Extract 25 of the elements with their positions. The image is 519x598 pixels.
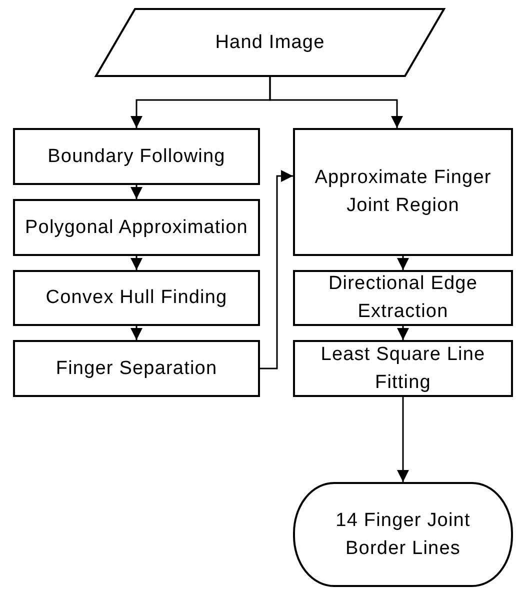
arrow	[260, 170, 293, 370]
arrow	[130, 185, 142, 199]
node-label: Directional Edge Extraction	[327, 272, 478, 324]
process-box	[293, 128, 513, 256]
process-box	[293, 270, 513, 326]
node-label: Approximate Finger Joint Region	[314, 166, 492, 218]
node-label: Finger Separation	[54, 356, 218, 380]
arrow	[269, 77, 403, 128]
arrow	[130, 326, 142, 340]
node-label: Least Square Line Fitting	[320, 342, 486, 394]
node-label: Convex Hull Finding	[44, 286, 228, 310]
process-box	[293, 340, 513, 397]
arrow	[397, 397, 409, 482]
arrow	[397, 256, 409, 270]
input-parallelogram	[95, 8, 445, 77]
process-box	[13, 270, 260, 326]
process-box	[13, 340, 260, 397]
node-label: 14 Finger Joint Border Lines	[334, 508, 472, 560]
node-label: Boundary Following	[46, 144, 226, 168]
node-label: Polygonal Approximation	[24, 216, 249, 240]
arrow	[130, 256, 142, 270]
arrow	[397, 326, 409, 340]
process-box	[13, 199, 260, 256]
process-box	[13, 128, 260, 185]
node-label: Hand Image	[214, 30, 326, 54]
